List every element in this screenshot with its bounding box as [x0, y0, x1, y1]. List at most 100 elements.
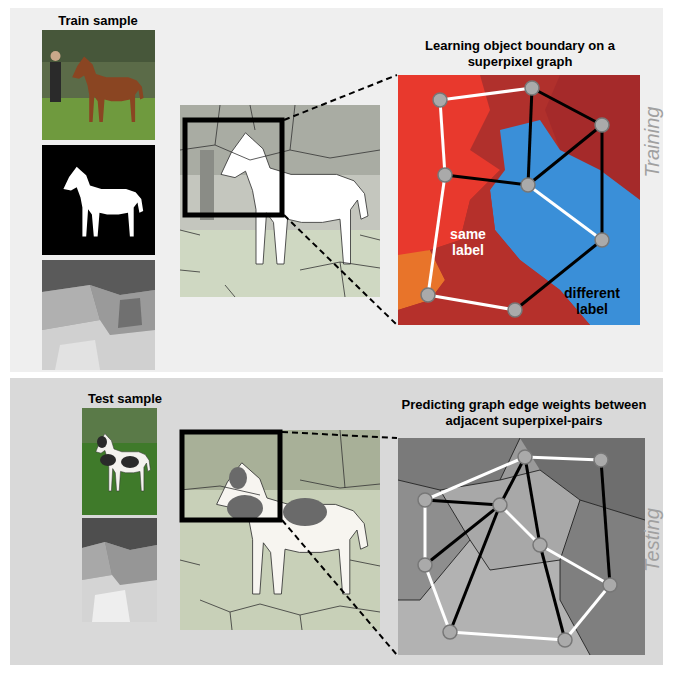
- sample-heading: Train sample: [58, 13, 137, 29]
- train-photo: [42, 30, 155, 140]
- testing-graph-circle: [603, 578, 617, 592]
- training-graph-circle: [508, 303, 522, 317]
- panel-title: Testing: [641, 508, 663, 572]
- testing-graph-line: [500, 457, 525, 505]
- testing-graph-circle: [418, 558, 432, 572]
- testing-graph-line: [601, 460, 610, 585]
- test-photo-ellipse: [97, 436, 107, 448]
- depth-zoom: [398, 438, 645, 655]
- testing-graph-line: [500, 505, 540, 545]
- training-graph-line: [601, 125, 604, 240]
- zoom-leader-lines-line: [284, 215, 397, 325]
- training-graph-line: [428, 295, 515, 310]
- depth-zoom-polygon: [560, 500, 645, 655]
- train-superpixel-overlay-rect: [180, 105, 380, 297]
- edge-annotation: same label: [442, 226, 494, 258]
- testing-graph-circle: [558, 633, 572, 647]
- training-graph-circle: [433, 93, 447, 107]
- training-graph-line: [428, 175, 445, 295]
- train-superpixel-overlay: [180, 105, 380, 297]
- train-photo-rect: [50, 62, 61, 102]
- training-graph-circle: [595, 118, 609, 132]
- training-graph-line: [528, 125, 602, 185]
- test-depth-superpixels: [82, 518, 157, 622]
- train-mask-rect: [42, 145, 155, 255]
- train-depth-superpixels: [42, 260, 155, 370]
- train-superpixel-overlay-use: [221, 133, 368, 264]
- train-mask: [42, 145, 155, 255]
- train-superpixel-overlay-rect: [185, 120, 282, 215]
- training-graph-circle: [438, 168, 452, 182]
- testing-graph-line: [450, 632, 565, 640]
- test-superpixel-overlay-use: [217, 463, 368, 594]
- testing-graph-circle: [594, 453, 608, 467]
- label-map-zoom: [398, 75, 640, 325]
- testing-graph-line: [425, 505, 500, 565]
- test-photo-ellipse: [100, 454, 116, 466]
- testing-graph-line: [425, 565, 450, 632]
- train-depth-superpixels-polygon: [118, 298, 142, 328]
- testing-graph-line: [424, 500, 427, 565]
- test-depth-superpixels-polygon: [92, 590, 130, 622]
- zoom-leader-lines-line: [284, 75, 397, 120]
- panel-heading: Predicting graph edge weights between ad…: [393, 397, 655, 429]
- training-graph-circle: [421, 288, 435, 302]
- testing-graph: [418, 450, 617, 647]
- test-depth-superpixels-polygon: [82, 575, 157, 622]
- training-graph-circle: [595, 233, 609, 247]
- train-photo-circle: [51, 51, 61, 61]
- test-photo-rect: [82, 408, 157, 443]
- training-graph-line: [532, 88, 602, 125]
- train-superpixel-overlay-rect: [200, 150, 214, 220]
- zoom-leader-lines: [282, 432, 397, 655]
- label-map-zoom-polygon: [398, 170, 590, 325]
- testing-graph-circle: [443, 625, 457, 639]
- edge-annotation: different label: [554, 285, 630, 317]
- testing-graph-circle: [533, 538, 547, 552]
- training-graph-line: [528, 88, 532, 185]
- testing-graph-circle: [518, 450, 532, 464]
- test-photo-rect: [82, 408, 157, 515]
- testing-graph-line: [425, 500, 500, 505]
- train-mask-use: [63, 167, 143, 237]
- test-superpixel-overlay-ellipse: [227, 495, 263, 521]
- train-photo-use: [72, 56, 143, 122]
- zoom-leader-lines: [284, 75, 397, 325]
- training-graph-line: [440, 88, 532, 100]
- training-graph-line: [445, 175, 528, 185]
- train-depth-superpixels-polygon: [42, 320, 155, 370]
- train-superpixel-overlay-path: [180, 105, 380, 297]
- training-graph-circle: [525, 81, 539, 95]
- testing-graph-circle: [418, 493, 432, 507]
- testing-graph-line: [425, 457, 525, 500]
- label-map-zoom-polygon: [398, 75, 500, 260]
- test-photo: [82, 408, 157, 515]
- test-superpixel-overlay-ellipse: [229, 467, 247, 489]
- training-graph: [421, 81, 609, 317]
- sample-heading: Test sample: [88, 391, 162, 407]
- zoom-leader-lines-line: [282, 432, 397, 438]
- training-graph-line: [528, 185, 602, 240]
- test-superpixel-overlay-ellipse: [283, 498, 327, 526]
- training-graph-line: [440, 100, 445, 175]
- test-superpixel-overlay-rect: [182, 432, 280, 520]
- test-photo-ellipse: [121, 456, 139, 468]
- label-map-zoom-rect: [398, 75, 640, 325]
- training-graph-circle: [521, 178, 535, 192]
- test-depth-superpixels-rect: [82, 518, 157, 622]
- depth-zoom-path: [398, 438, 645, 655]
- panel-heading: Learning object boundary on a superpixel…: [405, 38, 635, 70]
- testing-graph-line: [525, 457, 601, 460]
- depth-zoom-rect: [398, 438, 645, 655]
- train-photo-rect: [42, 30, 155, 140]
- train-depth-superpixels-rect: [42, 260, 155, 370]
- testing-graph-circle: [493, 498, 507, 512]
- testing-graph-line: [565, 585, 610, 640]
- train-photo-rect: [42, 30, 155, 62]
- zoom-leader-lines-line: [282, 520, 397, 655]
- panel-title: Training: [641, 107, 663, 178]
- test-photo-use: [96, 434, 151, 491]
